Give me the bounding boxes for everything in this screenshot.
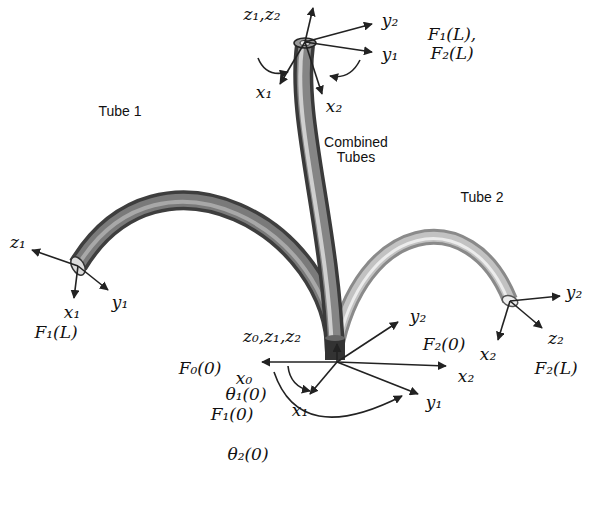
frame-label: θ₂(0) xyxy=(227,445,268,464)
tube-label: Combined Tubes xyxy=(321,135,391,166)
frame-label: θ₁(0) xyxy=(225,385,266,404)
frame-label: F₀(0) xyxy=(179,359,222,378)
frame-label: z₂ xyxy=(548,329,564,348)
frame-label: x₂ xyxy=(458,367,474,386)
frame-label: y₂ xyxy=(410,307,426,326)
frame-label: z₁,z₂ xyxy=(244,5,281,24)
frame-label: x₁ xyxy=(64,303,80,322)
frame-label: z₁ xyxy=(10,233,26,252)
frame-label: y₁ xyxy=(426,393,442,412)
frame-label: y₁ xyxy=(382,45,398,64)
tube-one-axes xyxy=(32,250,108,298)
frame-label: x₂ xyxy=(480,345,496,364)
frame-label: F₁(L) xyxy=(34,323,77,342)
frame-label: x₂ xyxy=(326,97,342,116)
frame-label: x₁ xyxy=(256,83,272,102)
tube-one xyxy=(68,200,335,352)
frame-label: y₂ xyxy=(566,283,582,302)
frame-label: y₁ xyxy=(112,293,128,312)
tube-label: Tube 1 xyxy=(98,104,141,119)
frame-label: F₁(L), F₂(L) xyxy=(420,25,484,62)
frame-label: y₂ xyxy=(382,11,398,30)
combined-tube xyxy=(294,38,335,352)
frame-label: z₀,z₁,z₂ xyxy=(243,327,301,346)
tube-label: Tube 2 xyxy=(460,190,503,205)
frame-label: F₂(L) xyxy=(534,359,577,378)
frame-label: x₁ xyxy=(292,401,308,420)
frame-label: F₂(0) xyxy=(423,335,466,354)
frame-label: F₁(0) xyxy=(211,405,254,424)
base-collar xyxy=(325,335,345,360)
